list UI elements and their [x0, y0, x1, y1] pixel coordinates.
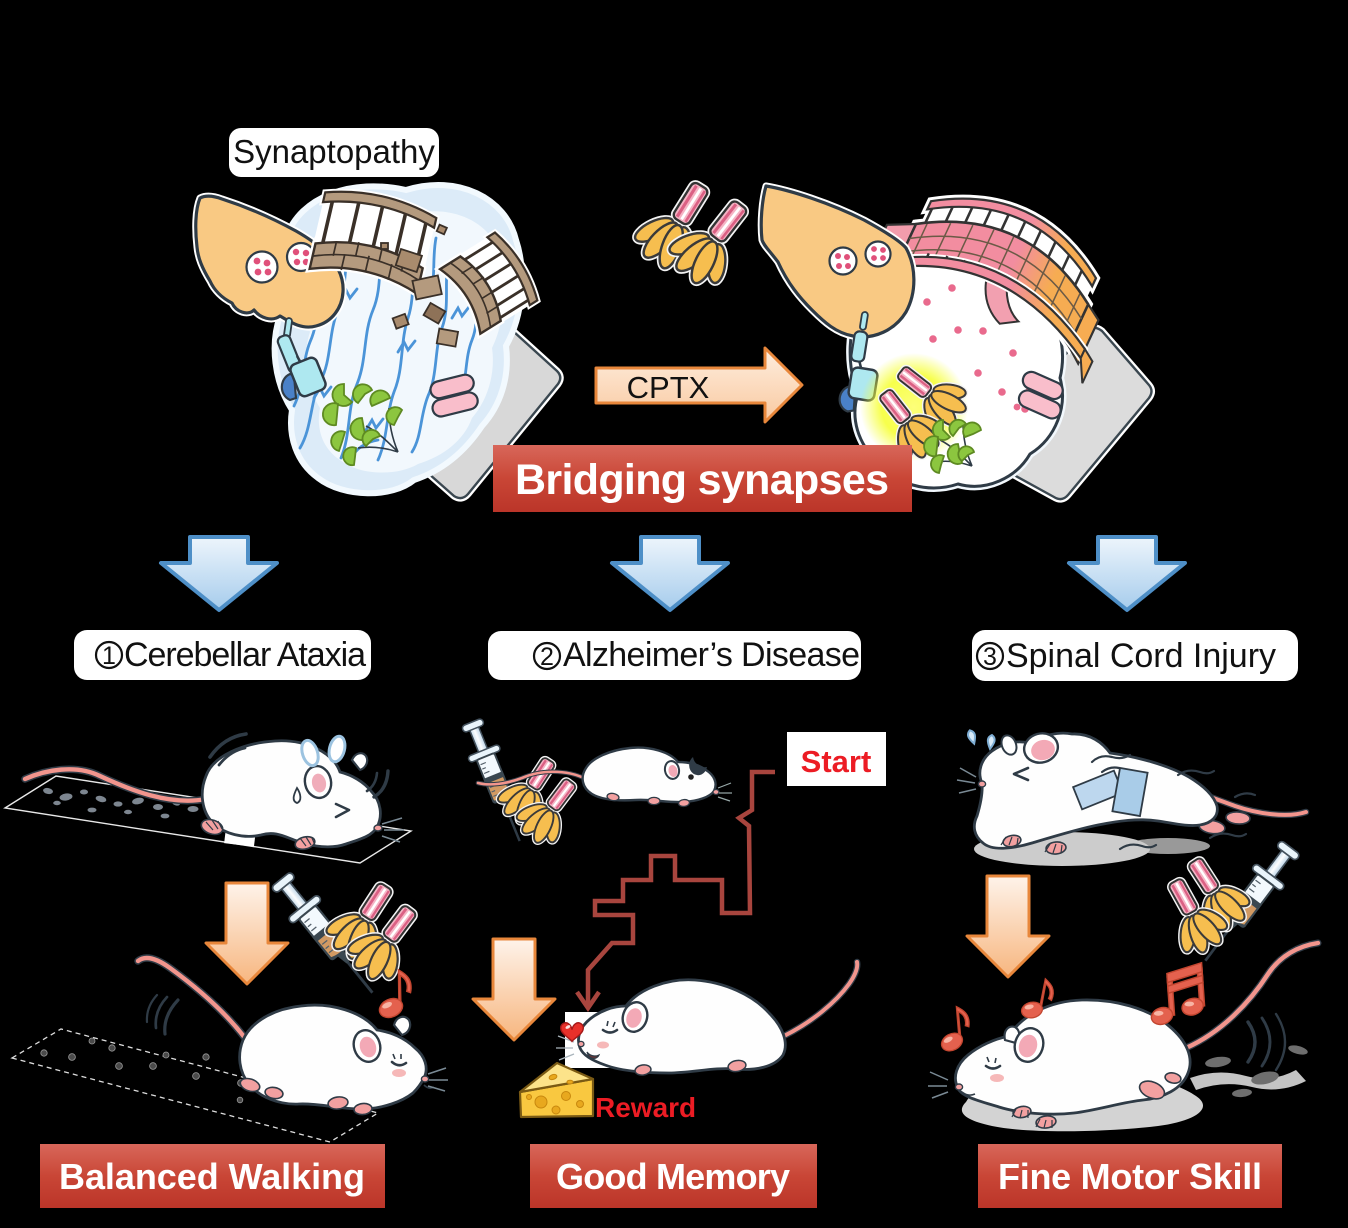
svg-text:Alzheimer’s Disease: Alzheimer’s Disease: [563, 636, 860, 674]
svg-text:Fine Motor Skill: Fine Motor Skill: [998, 1156, 1262, 1197]
svg-text:2: 2: [540, 643, 554, 671]
svg-text:3: 3: [983, 643, 997, 671]
svg-text:Synaptopathy: Synaptopathy: [233, 133, 435, 170]
svg-text:Start: Start: [801, 744, 872, 779]
svg-text:Good Memory: Good Memory: [556, 1156, 790, 1197]
svg-text:Reward: Reward: [595, 1092, 696, 1123]
svg-text:Cerebellar Ataxia: Cerebellar Ataxia: [124, 636, 366, 674]
svg-text:Spinal Cord Injury: Spinal Cord Injury: [1006, 637, 1276, 675]
svg-text:Bridging synapses: Bridging synapses: [515, 456, 889, 504]
svg-text:Balanced Walking: Balanced Walking: [59, 1156, 365, 1197]
svg-text:1: 1: [102, 642, 116, 670]
svg-text:CPTX: CPTX: [627, 370, 710, 405]
